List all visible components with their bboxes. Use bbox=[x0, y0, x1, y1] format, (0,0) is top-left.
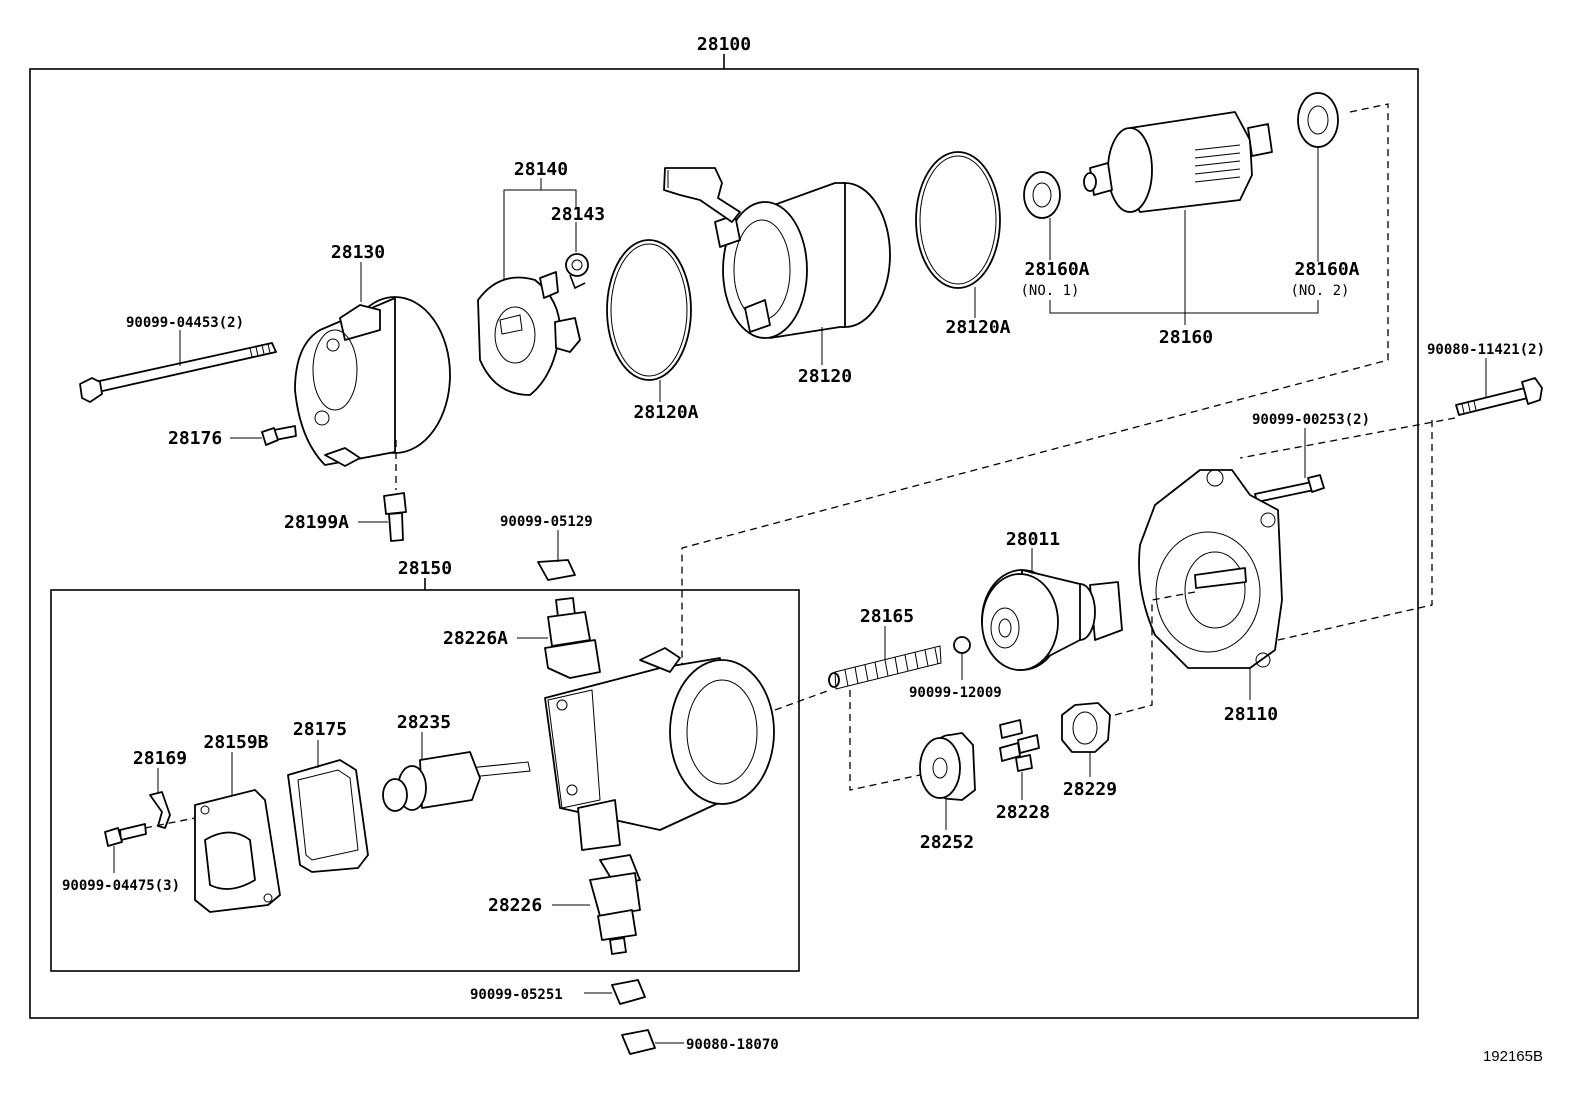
grommet-28199A bbox=[383, 492, 407, 542]
part-label-28120A-left: 28120A bbox=[633, 402, 698, 423]
gasket-28175 bbox=[287, 759, 369, 873]
bearing-28160A-no1 bbox=[1023, 171, 1061, 219]
screw-28176 bbox=[261, 425, 297, 446]
armature-28160 bbox=[1083, 111, 1273, 213]
part-note-no2: (NO. 2) bbox=[1290, 283, 1349, 299]
part-label-90099-04475: 90099-04475(3) bbox=[62, 878, 180, 894]
end-cover-28130 bbox=[294, 296, 451, 467]
diagram-reference-code: 192165B bbox=[1483, 1048, 1543, 1065]
part-label-90080-11421: 90080-11421(2) bbox=[1427, 342, 1545, 358]
part-label-28130: 28130 bbox=[331, 242, 385, 263]
o-ring-28120A-right bbox=[915, 151, 1001, 289]
housing-28110 bbox=[1138, 469, 1283, 669]
nut-90099-05129 bbox=[537, 559, 576, 581]
steel-ball-90099-12009 bbox=[953, 636, 971, 654]
part-label-90099-05129: 90099-05129 bbox=[500, 514, 593, 530]
part-label-28226: 28226 bbox=[488, 895, 542, 916]
part-label-90080-18070: 90080-18070 bbox=[686, 1037, 779, 1053]
o-ring-28120A-left bbox=[606, 239, 692, 381]
part-label-28160A-no1: 28160A bbox=[1024, 259, 1089, 280]
part-label-90099-04453: 90099-04453(2) bbox=[126, 315, 244, 331]
nut-90099-05251 bbox=[611, 979, 646, 1005]
part-label-28159B: 28159B bbox=[203, 732, 268, 753]
nut-90080-18070 bbox=[621, 1029, 656, 1055]
part-label-28226A: 28226A bbox=[443, 628, 508, 649]
starter-clutch-28011 bbox=[981, 569, 1123, 671]
part-label-28143: 28143 bbox=[551, 204, 605, 225]
bolt-90080-11421 bbox=[1455, 377, 1543, 416]
part-label-28165: 28165 bbox=[860, 606, 914, 627]
terminal-28226A bbox=[544, 597, 601, 679]
sub-assembly-label: 28150 bbox=[398, 558, 452, 579]
part-note-no1: (NO. 1) bbox=[1020, 283, 1079, 299]
bearing-28160A-no2 bbox=[1297, 92, 1339, 148]
part-label-28228: 28228 bbox=[996, 802, 1050, 823]
part-label-28229: 28229 bbox=[1063, 779, 1117, 800]
brush-spring-28143 bbox=[565, 253, 589, 290]
plunger-28235 bbox=[382, 751, 531, 812]
yoke-28120 bbox=[663, 167, 891, 339]
retainer-28229 bbox=[1061, 702, 1111, 753]
part-label-90099-05251: 90099-05251 bbox=[470, 987, 563, 1003]
assembly-label: 28100 bbox=[697, 34, 751, 55]
part-label-28235: 28235 bbox=[397, 712, 451, 733]
clip-28169 bbox=[149, 791, 171, 829]
part-label-28252: 28252 bbox=[920, 832, 974, 853]
part-label-28160: 28160 bbox=[1159, 327, 1213, 348]
magnetic-switch-housing bbox=[544, 647, 775, 851]
screw-90099-04475 bbox=[104, 823, 147, 847]
part-label-28176: 28176 bbox=[168, 428, 222, 449]
bolt-90099-00253 bbox=[1254, 474, 1325, 503]
brush-holder-28140 bbox=[477, 271, 581, 396]
switch-cover-28159B bbox=[194, 789, 281, 913]
part-label-28120A-right: 28120A bbox=[945, 317, 1010, 338]
part-label-28175: 28175 bbox=[293, 719, 347, 740]
part-label-28199A: 28199A bbox=[284, 512, 349, 533]
rollers-28228 bbox=[999, 719, 1040, 772]
part-label-28110: 28110 bbox=[1224, 704, 1278, 725]
part-label-90099-12009: 90099-12009 bbox=[909, 685, 1002, 701]
part-label-28140: 28140 bbox=[514, 159, 568, 180]
idler-gear-28252 bbox=[919, 732, 976, 801]
long-through-bolt bbox=[79, 342, 277, 403]
part-label-90099-00253: 90099-00253(2) bbox=[1252, 412, 1370, 428]
spring-28165 bbox=[828, 645, 942, 690]
terminal-28226 bbox=[589, 854, 641, 955]
part-label-28160A-no2: 28160A bbox=[1294, 259, 1359, 280]
part-label-28120: 28120 bbox=[798, 366, 852, 387]
part-label-28011: 28011 bbox=[1006, 529, 1060, 550]
part-label-28169: 28169 bbox=[133, 748, 187, 769]
